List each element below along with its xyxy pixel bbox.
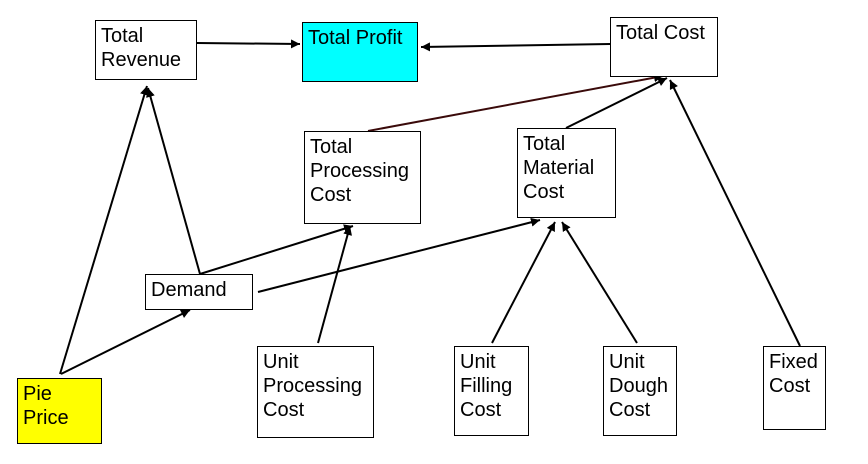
edge-unit-processing-cost-to-total-processing-cost	[317, 225, 352, 344]
node-label-line: Unit	[609, 351, 645, 373]
node-label-line: Price	[23, 407, 69, 429]
edge-fixed-cost-to-total-cost	[669, 79, 801, 347]
edge-pie-price-to-total-revenue	[59, 85, 149, 375]
node-label-line: Demand	[151, 279, 227, 301]
edge-demand-to-total-material-cost	[257, 217, 541, 293]
edge-demand-to-total-revenue	[146, 87, 201, 275]
node-demand: Demand	[145, 274, 253, 310]
node-label-line: Unit	[263, 351, 299, 373]
node-label-line: Total	[310, 136, 353, 158]
node-label-line: Revenue	[101, 49, 182, 71]
edge-pie-price-to-demand	[60, 309, 191, 375]
node-label-line: Material	[523, 157, 595, 179]
edge-total-revenue-to-total-profit	[196, 39, 301, 49]
node-label-line: Pie	[23, 383, 52, 405]
node-label-line: Unit	[460, 351, 496, 373]
node-label-line: Cost	[460, 399, 502, 421]
node-label-line: Filling	[460, 375, 513, 397]
node-label-line: Processing	[310, 160, 409, 182]
node-label-line: Cost	[769, 375, 811, 397]
node-label-line: Total Cost	[616, 22, 705, 44]
node-label-line: Cost	[609, 399, 651, 421]
edge-total-processing-cost-to-total-cost	[367, 73, 664, 132]
edge-unit-filling-cost-to-total-material-cost	[491, 221, 556, 344]
node-label-line: Cost	[263, 399, 305, 421]
node-total-profit: Total Profit	[302, 22, 418, 82]
node-label-line: Total Profit	[308, 27, 403, 49]
node-label-line: Processing	[263, 375, 362, 397]
node-label-line: Total	[101, 25, 144, 47]
edge-unit-dough-cost-to-total-material-cost	[561, 221, 638, 344]
node-label-line: Cost	[523, 181, 565, 203]
edge-total-cost-to-total-profit	[420, 42, 611, 52]
edge-total-material-cost-to-total-cost	[565, 77, 668, 129]
node-label-line: Dough	[609, 375, 668, 397]
node-label-line: Total	[523, 133, 566, 155]
node-label-line: Fixed	[769, 351, 818, 373]
edge-demand-to-total-processing-cost	[199, 224, 354, 275]
node-total-cost: Total Cost	[610, 17, 718, 77]
node-label-line: Cost	[310, 184, 352, 206]
